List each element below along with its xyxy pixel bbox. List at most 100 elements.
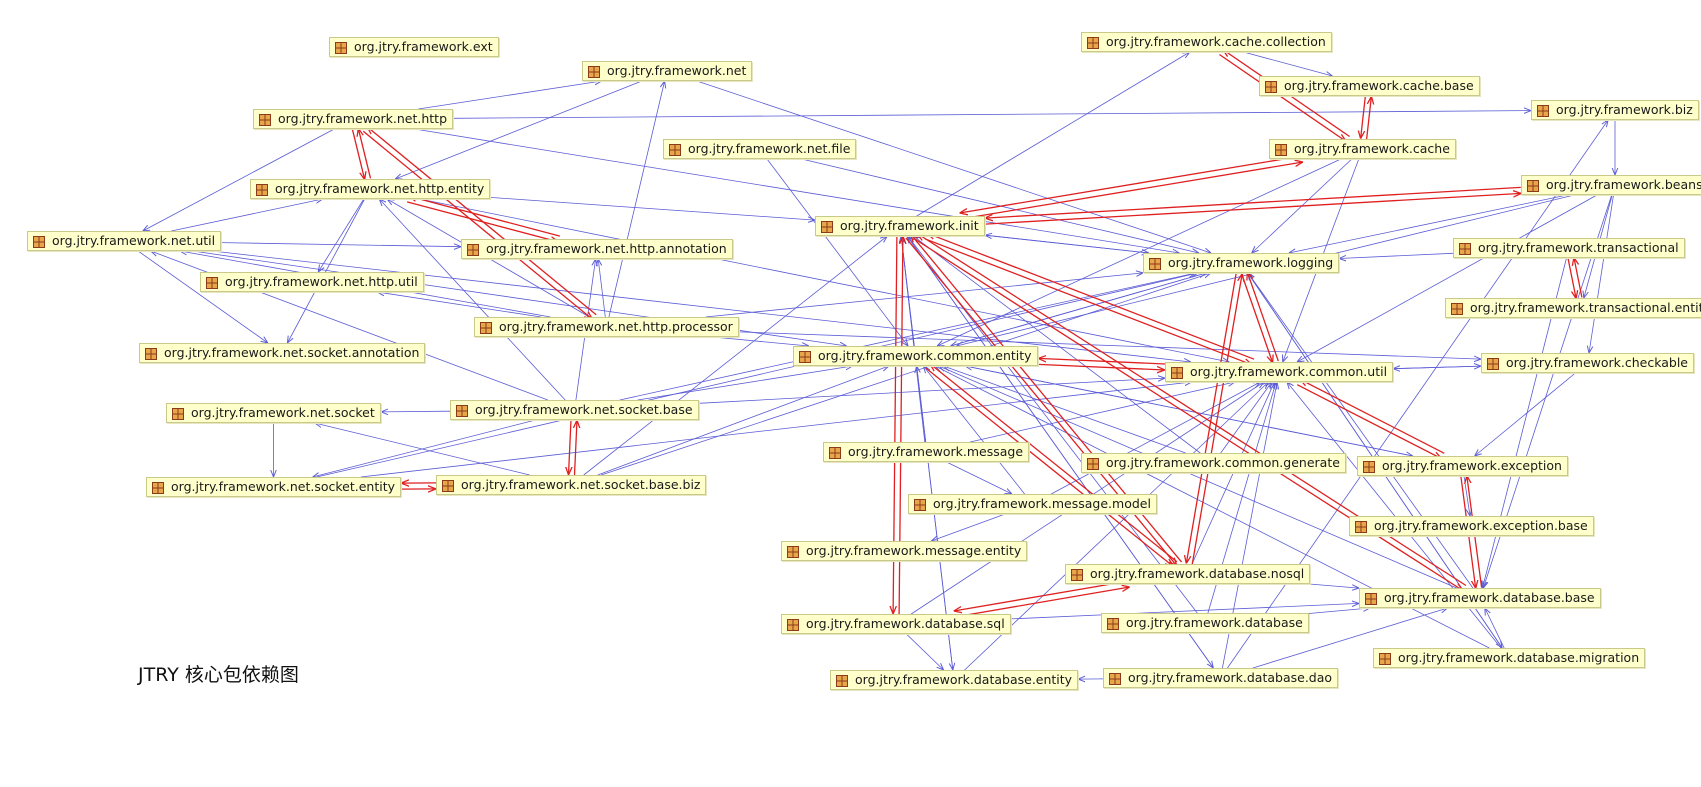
cycle-dependency-edge [406,201,558,242]
package-node[interactable]: org.jtry.framework.transactional [1453,238,1685,258]
package-node[interactable]: org.jtry.framework.net.socket.base.biz [436,475,707,495]
package-label: org.jtry.framework.checkable [1506,355,1689,370]
package-label: org.jtry.framework.database.sql [806,616,1005,631]
dependency-edge [1289,194,1568,253]
package-node[interactable]: org.jtry.framework.net.socket [166,403,381,423]
package-node[interactable]: org.jtry.framework.transactional.entity [1445,298,1701,318]
package-label: org.jtry.framework.net.socket.base [475,402,693,417]
cycle-dependency-edge [1247,272,1279,362]
dependency-edge [913,236,1201,454]
dependency-edge [1248,273,1474,589]
package-node[interactable]: org.jtry.framework.cache.collection [1081,32,1332,52]
package-node[interactable]: org.jtry.framework.database.migration [1373,648,1646,668]
package-node[interactable]: org.jtry.framework.net.socket.annotation [139,343,426,363]
dependency-edge [1309,583,1359,588]
package-node[interactable]: org.jtry.framework.message [823,442,1030,462]
cycle-dependency-edge [351,129,365,180]
package-icon [1171,366,1183,379]
package-node[interactable]: org.jtry.framework.message.entity [781,541,1028,561]
package-label: org.jtry.framework.net.http [278,111,448,126]
dependency-edge [287,198,365,343]
package-node[interactable]: org.jtry.framework.common.entity [793,346,1038,366]
package-node[interactable]: org.jtry.framework.net.file [663,139,857,159]
dependency-edge [414,128,1180,253]
package-node[interactable]: org.jtry.framework.net.util [27,231,222,251]
dependency-edge [419,198,1230,362]
package-icon [33,235,45,248]
package-icon [1527,179,1539,192]
package-icon [1087,36,1099,49]
package-node[interactable]: org.jtry.framework.cache.base [1259,76,1480,96]
package-node[interactable]: org.jtry.framework.beans [1521,175,1701,195]
dependency-edge [1191,382,1275,565]
cycle-dependency-edge [954,587,1130,618]
dependency-edge [212,250,1191,362]
package-node[interactable]: org.jtry.framework.exception.base [1349,516,1594,536]
package-label: org.jtry.framework.database.dao [1128,670,1333,685]
cycle-dependency-edge [362,130,592,319]
package-label: org.jtry.framework.database.entity [855,672,1073,687]
cycle-dependency-edge [575,420,578,476]
package-label: org.jtry.framework.net.socket.annotation [164,345,420,360]
package-node[interactable]: org.jtry.framework.net.http [253,109,454,129]
package-icon [206,276,218,289]
package-node[interactable]: org.jtry.framework.net.socket.entity [146,477,402,497]
package-node[interactable]: org.jtry.framework.logging [1143,253,1340,273]
dependency-edge [313,419,536,477]
package-node[interactable]: org.jtry.framework.ext [329,37,499,57]
package-label: org.jtry.framework.biz [1556,102,1693,117]
package-node[interactable]: org.jtry.framework.exception [1357,456,1568,476]
package-node[interactable]: org.jtry.framework.init [815,216,985,236]
package-icon [821,220,833,233]
cycle-dependency-edge [1038,358,1166,365]
dependency-edge [583,236,888,476]
cycle-dependency-edge [569,419,572,475]
dependency-edge [137,250,268,343]
package-label: org.jtry.framework.cache.base [1284,78,1474,93]
package-node[interactable]: org.jtry.framework.cache [1269,139,1456,159]
package-node[interactable]: org.jtry.framework.biz [1531,100,1699,120]
package-icon [442,479,454,492]
package-icon [787,618,799,631]
package-node[interactable]: org.jtry.framework.database.sql [781,614,1011,634]
package-icon [1109,672,1121,685]
package-label: org.jtry.framework.net.http.util [225,274,418,289]
cycle-dependency-edge [927,233,1255,360]
package-node[interactable]: org.jtry.framework.database.base [1359,588,1601,608]
package-node[interactable]: org.jtry.framework.net.http.entity [250,179,491,199]
package-label: org.jtry.framework.message.entity [806,543,1022,558]
package-node[interactable]: org.jtry.framework.net.http.processor [474,317,739,337]
package-node[interactable]: org.jtry.framework.message.model [908,494,1157,514]
package-icon [1265,80,1277,93]
dependency-edge [985,235,1149,254]
dependency-edge [939,366,1457,589]
package-label: org.jtry.framework.cache.collection [1106,34,1326,49]
package-icon [669,143,681,156]
package-node[interactable]: org.jtry.framework.common.util [1165,362,1394,382]
package-icon [1487,357,1499,370]
package-node[interactable]: org.jtry.framework.database [1101,613,1309,633]
package-node[interactable]: org.jtry.framework.net.socket.base [450,400,699,420]
dependency-edge [1287,382,1502,649]
package-node[interactable]: org.jtry.framework.database.entity [830,670,1079,690]
dependency-edge [1243,51,1333,76]
package-node[interactable]: org.jtry.framework.database.dao [1103,668,1339,688]
package-node[interactable]: org.jtry.framework.net.http.util [200,272,424,292]
package-label: org.jtry.framework.net.http.annotation [486,241,727,256]
cycle-dependency-edge [924,238,1252,365]
package-node[interactable]: org.jtry.framework.net [582,61,753,81]
dependency-edge [1308,608,1370,614]
package-label: org.jtry.framework.net.util [52,233,216,248]
cycle-dependency-edge [1191,274,1242,565]
package-label: org.jtry.framework.common.generate [1106,455,1340,470]
cycle-dependency-edge [358,128,372,179]
package-node[interactable]: org.jtry.framework.database.nosql [1065,564,1311,584]
package-icon [480,321,492,334]
package-node[interactable]: org.jtry.framework.checkable [1481,353,1695,373]
dependency-edge [1227,120,1608,669]
package-label: org.jtry.framework.exception.base [1374,518,1588,533]
dependency-edge [1010,603,1359,620]
package-node[interactable]: org.jtry.framework.common.generate [1081,453,1346,473]
package-node[interactable]: org.jtry.framework.net.http.annotation [461,239,733,259]
